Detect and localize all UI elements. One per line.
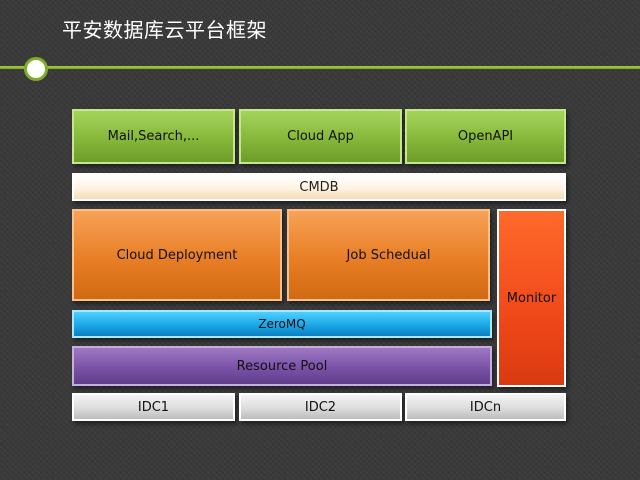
page-title: 平安数据库云平台框架 [62, 18, 267, 42]
app-cloud-app-box: Cloud App [239, 109, 402, 164]
idcn-box: IDCn [405, 393, 566, 421]
cmdb-box: CMDB [72, 173, 566, 201]
monitor-box: Monitor [497, 209, 566, 387]
cloud-deployment-box: Cloud Deployment [72, 209, 282, 301]
job-schedual-box: Job Schedual [287, 209, 490, 301]
app-mail-search-box: Mail,Search,... [72, 109, 235, 164]
app-openapi-box: OpenAPI [405, 109, 566, 164]
divider-node [24, 57, 48, 81]
idc1-box: IDC1 [72, 393, 235, 421]
resource-pool-box: Resource Pool [72, 346, 492, 386]
zeromq-box: ZeroMQ [72, 310, 492, 338]
title-divider [0, 66, 640, 69]
idc2-box: IDC2 [239, 393, 402, 421]
